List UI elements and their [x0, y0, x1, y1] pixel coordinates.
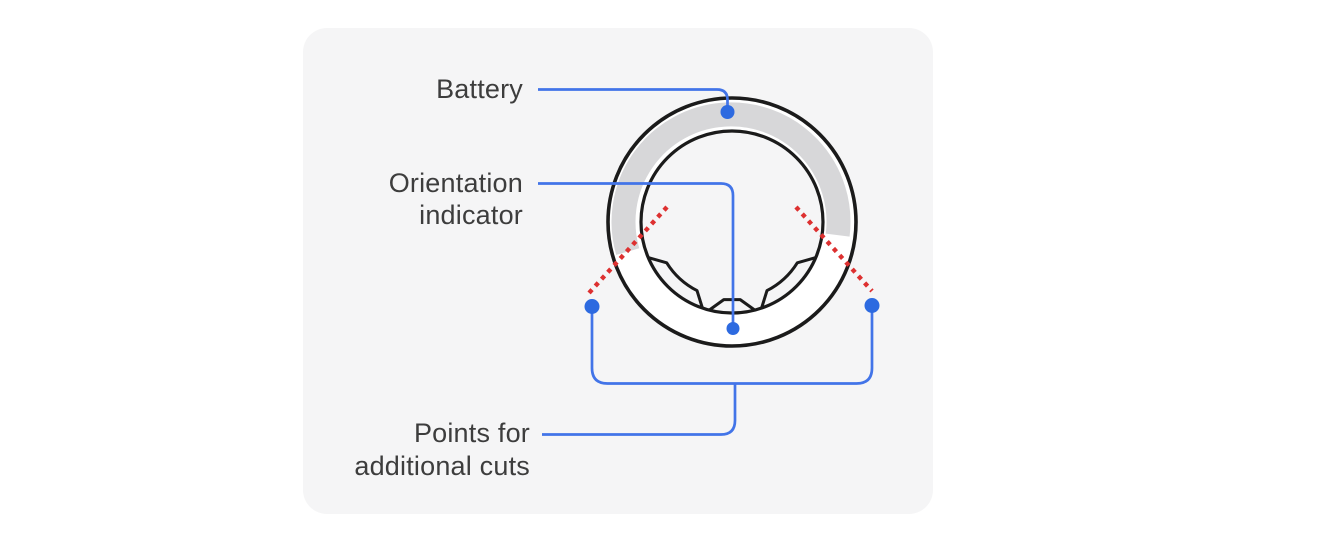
- cut-mark-left: [587, 205, 669, 295]
- cuts-label-line1: Points for: [413, 418, 530, 448]
- inner-pad-right: [760, 256, 817, 309]
- inner-pad-left: [647, 256, 704, 309]
- battery-leader-line: [538, 88, 729, 112]
- orientation-label-line2: indicator: [419, 200, 523, 230]
- cuts-label-line2: additional cuts: [354, 451, 530, 481]
- orientation-point-dot: [726, 322, 740, 335]
- points-for-cuts-label: Points for additional cuts: [310, 417, 530, 483]
- cut-point-dot-right: [864, 298, 880, 313]
- cut-mark-right: [794, 205, 874, 293]
- cut-point-dot-left: [584, 299, 600, 314]
- cuts-leader-line: [542, 383, 737, 436]
- battery-label-text: Battery: [436, 74, 523, 104]
- orientation-label-line1: Orientation: [388, 168, 523, 198]
- orientation-leader-line: [538, 182, 735, 328]
- orientation-indicator-label: Orientation indicator: [323, 167, 523, 231]
- battery-label: Battery: [343, 73, 523, 105]
- cuts-bracket-line: [590, 306, 874, 385]
- battery-point-dot: [720, 105, 735, 119]
